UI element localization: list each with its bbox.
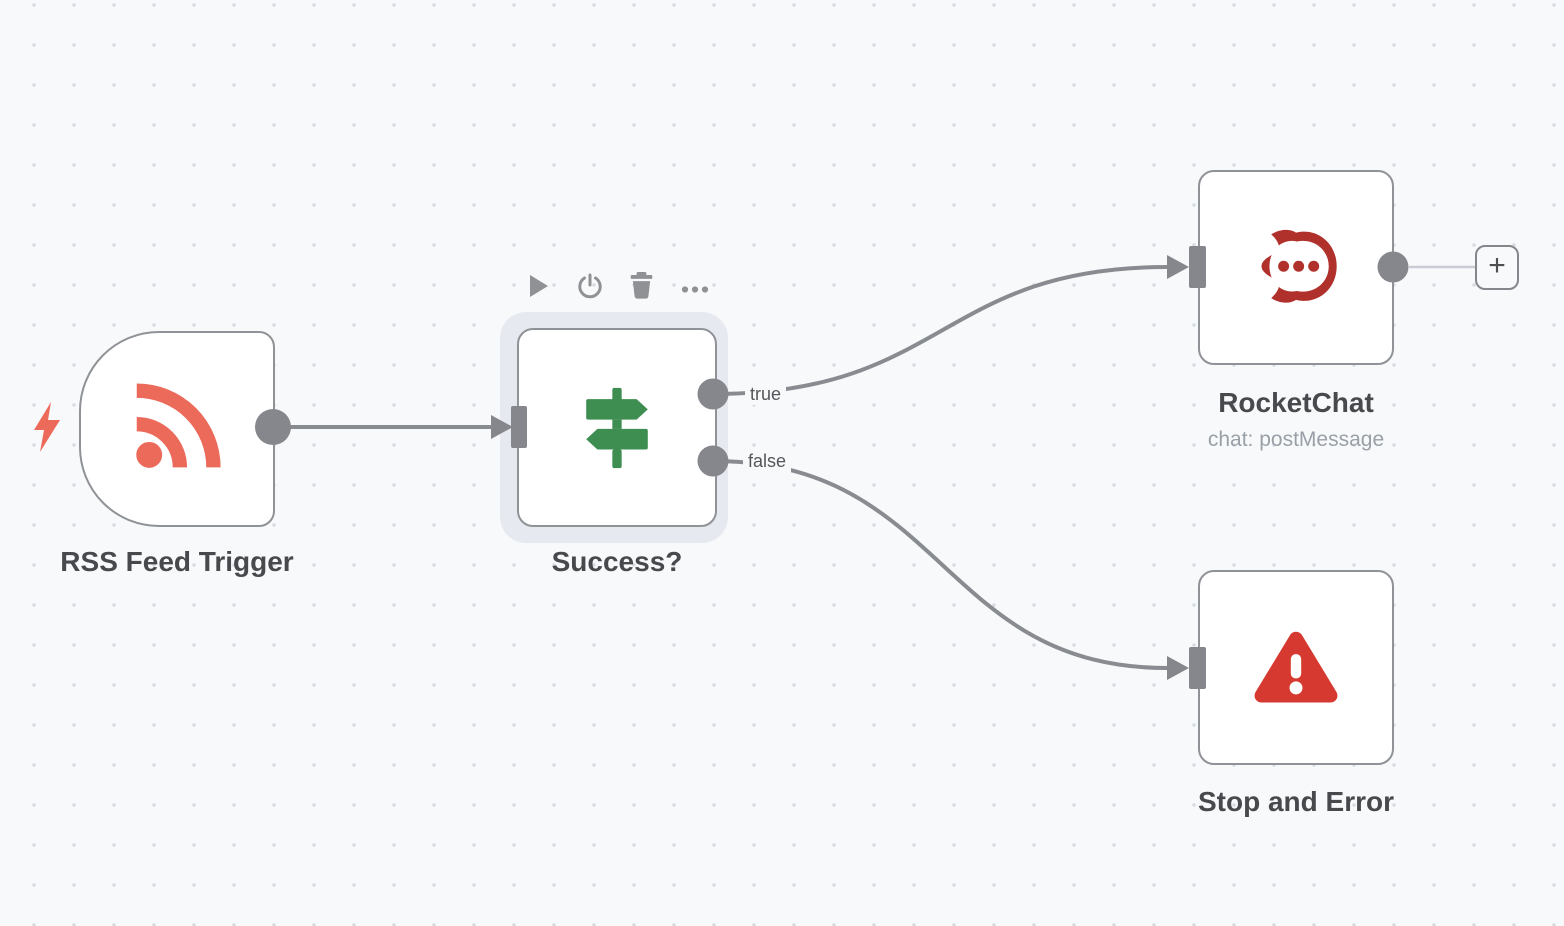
port-rocketchat-input[interactable]	[1189, 246, 1206, 288]
trash-icon[interactable]	[629, 272, 654, 304]
node-stop-and-error[interactable]	[1198, 570, 1394, 765]
node-rss-feed-trigger[interactable]	[79, 331, 275, 527]
ellipsis-icon[interactable]	[681, 281, 709, 299]
rss-icon	[129, 383, 225, 475]
node-rocketchat[interactable]	[1198, 170, 1394, 365]
node-title-rss: RSS Feed Trigger	[60, 546, 294, 577]
warning-triangle-icon	[1252, 630, 1340, 706]
power-icon[interactable]	[577, 273, 603, 304]
wire-false-to-stoperror[interactable]	[712, 459, 1168, 670]
port-if-input[interactable]	[511, 406, 527, 448]
node-subtitle-rocketchat: chat: postMessage	[1207, 428, 1385, 451]
output-label-false: false	[743, 450, 792, 472]
node-title-rocketchat: RocketChat	[1218, 387, 1374, 418]
play-icon[interactable]	[529, 274, 549, 303]
port-rss-output[interactable]	[255, 409, 291, 445]
port-if-output-false[interactable]	[697, 445, 729, 477]
arrowhead-rocketchat-input	[1167, 255, 1189, 279]
output-label-true: true	[745, 383, 787, 405]
wire-true-to-rocketchat[interactable]	[712, 265, 1168, 396]
port-rocketchat-output[interactable]	[1377, 251, 1409, 283]
lightning-bolt-icon	[31, 401, 63, 458]
signpost-icon	[575, 386, 659, 470]
node-toolbar	[516, 270, 716, 302]
port-if-output-true[interactable]	[697, 378, 729, 410]
plus-icon: +	[1488, 249, 1506, 282]
arrowhead-if-input	[491, 415, 513, 439]
node-success-if[interactable]	[517, 328, 717, 527]
add-node-button[interactable]: +	[1475, 245, 1519, 290]
node-title-success: Success?	[551, 546, 683, 577]
port-stoperror-input[interactable]	[1189, 647, 1206, 689]
node-title-stoperror: Stop and Error	[1197, 786, 1395, 817]
rocketchat-icon	[1250, 225, 1342, 311]
arrowhead-stoperror-input	[1167, 656, 1189, 680]
